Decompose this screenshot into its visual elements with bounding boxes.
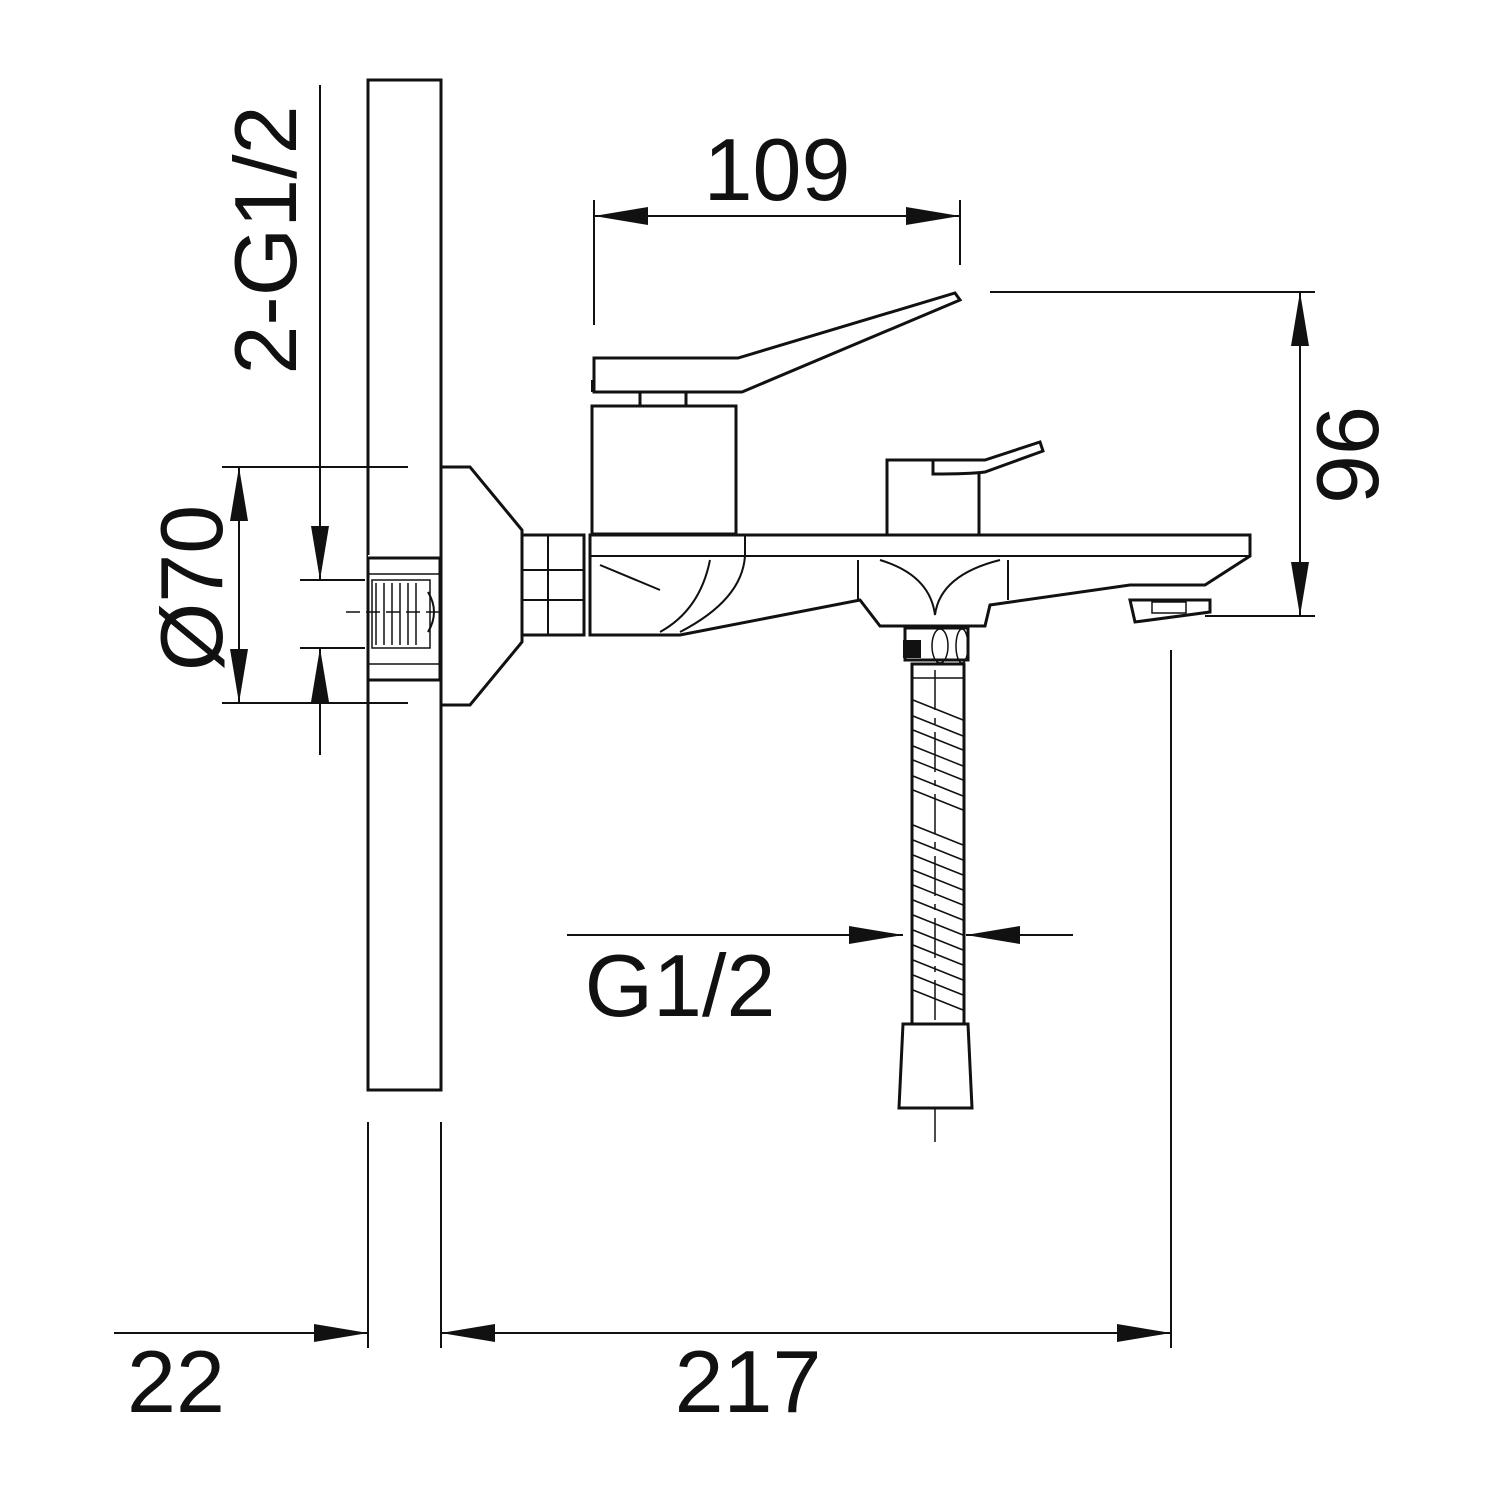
dimension-109-label: 109: [704, 120, 851, 219]
main-lever: [590, 291, 963, 536]
threaded-inlet: [346, 556, 460, 682]
dimension-hose-thread: G1/2: [567, 926, 1073, 1035]
dimension-inlet-thread: 2-G1/2: [216, 85, 365, 755]
dimension-inlet-thread-label: 2-G1/2: [216, 105, 315, 374]
dimension-109: 109: [593, 120, 961, 325]
dimension-diameter-70: Ø70: [142, 466, 408, 704]
dimension-hose-thread-label: G1/2: [585, 936, 776, 1035]
mixer-body: [588, 533, 1252, 637]
diverter-knob: [885, 440, 1045, 537]
hose: [897, 626, 974, 1142]
dimension-diameter-70-label: Ø70: [142, 505, 241, 671]
dimension-22-label: 22: [127, 1332, 225, 1431]
dimension-96-label: 96: [1298, 406, 1397, 504]
wall-flange: [439, 465, 586, 707]
dimension-bottom: 22 217: [114, 650, 1172, 1431]
dimension-96: 96: [990, 291, 1397, 617]
dimension-217-label: 217: [675, 1332, 822, 1431]
